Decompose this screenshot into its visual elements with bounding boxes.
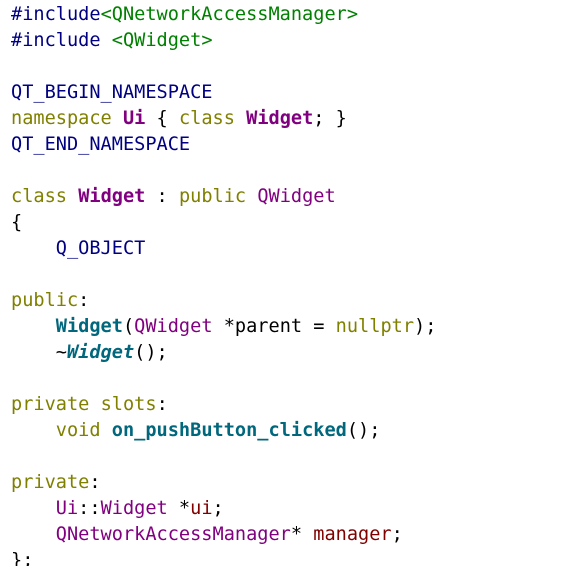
code-token-kw: public — [11, 290, 79, 311]
code-token-plain — [101, 420, 112, 441]
code-line[interactable] — [11, 444, 436, 470]
code-token-plain: }; — [11, 550, 34, 566]
code-token-plain — [67, 186, 78, 207]
code-line[interactable] — [11, 54, 436, 80]
code-token-kw: namespace — [11, 108, 112, 129]
code-token-plain — [11, 420, 56, 441]
code-token-plain: ~ — [11, 342, 67, 363]
code-token-kw: private — [11, 472, 90, 493]
code-token-kw: private — [11, 394, 90, 415]
code-token-typeb: Widget — [246, 108, 314, 129]
code-token-plain: : — [156, 394, 168, 415]
code-line[interactable]: { — [11, 210, 436, 236]
code-token-plain: (); — [134, 342, 168, 363]
code-token-plain — [246, 186, 257, 207]
code-token-plain: : — [89, 472, 101, 493]
code-line[interactable]: private slots: — [11, 392, 436, 418]
code-token-plain: ; — [212, 498, 224, 519]
code-token-plain: : — [78, 290, 90, 311]
code-token-type: QWidget — [257, 186, 336, 207]
code-line[interactable]: QT_BEGIN_NAMESPACE — [11, 80, 436, 106]
code-line[interactable]: #include <QWidget> — [11, 28, 436, 54]
code-token-member: manager — [313, 524, 392, 545]
code-token-pre: #include — [11, 4, 101, 25]
code-line[interactable]: class Widget : public QWidget — [11, 184, 436, 210]
code-token-plain — [11, 238, 56, 259]
code-line[interactable]: Q_OBJECT — [11, 236, 436, 262]
code-token-plain: *parent = — [212, 316, 336, 337]
code-token-inc: <QWidget> — [111, 30, 213, 51]
code-token-kw: class — [11, 186, 67, 207]
code-line[interactable]: ~Widget(); — [11, 340, 436, 366]
code-line[interactable]: QNetworkAccessManager* manager; — [11, 522, 436, 548]
code-token-kw: void — [55, 420, 101, 441]
code-line[interactable]: Ui::Widget *ui; — [11, 496, 436, 522]
code-token-kw: slots — [100, 394, 157, 415]
code-token-fnb: on_pushButton_clicked — [111, 420, 347, 441]
code-token-plain — [89, 394, 100, 415]
code-token-kw: class — [178, 108, 235, 129]
code-token-plain: ; } — [313, 108, 347, 129]
code-token-plain: ); — [414, 316, 437, 337]
code-token-plain: ( — [122, 316, 135, 337]
code-token-plain — [101, 30, 112, 51]
code-line[interactable]: private: — [11, 470, 436, 496]
code-token-type: QWidget — [134, 316, 213, 337]
code-token-plain — [11, 524, 56, 545]
code-token-type: Ui — [55, 498, 79, 519]
code-line[interactable] — [11, 262, 436, 288]
code-token-inc: <QNetworkAccessManager> — [100, 4, 359, 25]
code-token-macro: QT_BEGIN_NAMESPACE — [11, 82, 213, 103]
code-token-plain: * — [290, 524, 314, 545]
code-token-type: Widget — [100, 498, 168, 519]
code-token-member: ui — [190, 498, 213, 519]
code-line[interactable]: #include<QNetworkAccessManager> — [11, 2, 436, 28]
code-line[interactable]: }; — [11, 548, 436, 566]
code-token-plain — [235, 108, 246, 129]
code-token-plain — [11, 316, 56, 337]
code-line[interactable] — [11, 158, 436, 184]
code-line[interactable]: public: — [11, 288, 436, 314]
code-token-type: QNetworkAccessManager — [55, 524, 291, 545]
code-line[interactable] — [11, 366, 436, 392]
code-line[interactable]: Widget(QWidget *parent = nullptr); — [11, 314, 437, 340]
code-token-typeb: Ui — [122, 108, 146, 129]
code-token-pre: #include — [11, 30, 101, 51]
code-token-typeb: Widget — [78, 186, 146, 207]
code-token-plain: (); — [346, 420, 381, 441]
code-line[interactable]: void on_pushButton_clicked(); — [11, 418, 436, 444]
code-token-kw: nullptr — [335, 316, 415, 337]
code-token-kw: public — [178, 186, 247, 207]
code-line[interactable]: namespace Ui { class Widget; } — [11, 106, 436, 132]
code-token-fnb: Widget — [55, 316, 123, 337]
code-token-plain — [11, 498, 56, 519]
code-token-plain: ; — [391, 524, 403, 545]
code-token-plain: : — [145, 186, 179, 207]
code-token-macro: Q_OBJECT — [55, 238, 146, 259]
code-token-plain: { — [145, 108, 179, 129]
code-line[interactable]: QT_END_NAMESPACE — [11, 132, 436, 158]
code-text-area[interactable]: #include<QNetworkAccessManager>#include … — [11, 2, 436, 566]
code-token-fnbi: Widget — [66, 342, 135, 363]
code-token-plain: * — [167, 498, 191, 519]
code-token-plain — [112, 108, 123, 129]
code-token-plain: :: — [78, 498, 101, 519]
code-token-plain: { — [11, 212, 23, 233]
code-token-macro: QT_END_NAMESPACE — [11, 134, 191, 155]
